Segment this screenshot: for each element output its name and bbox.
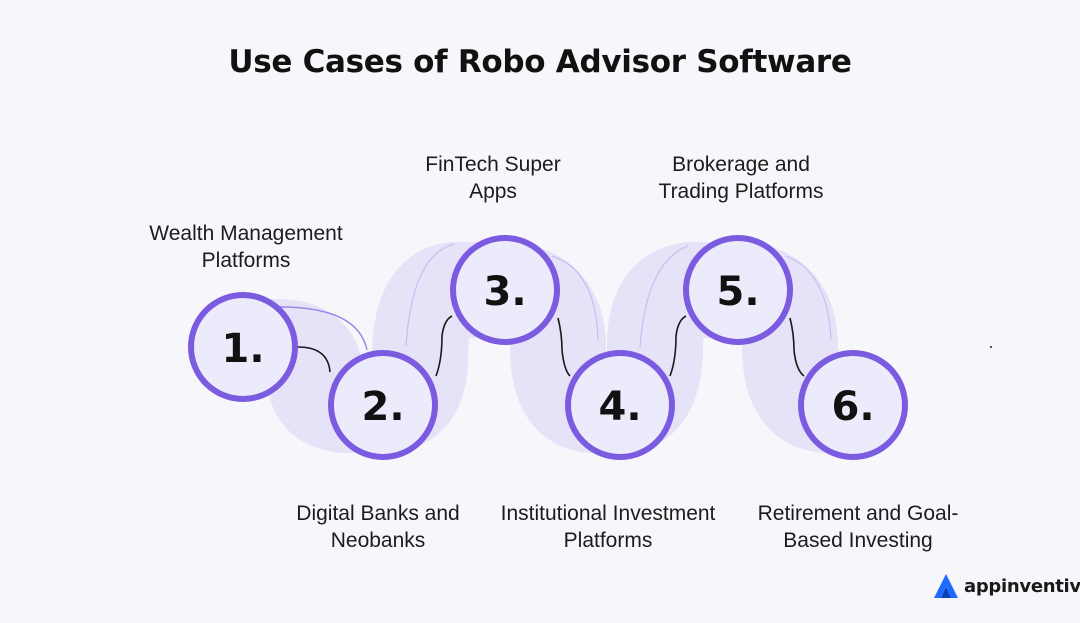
connector-line <box>789 317 805 377</box>
ribbon-edge <box>785 255 832 341</box>
page-title: Use Cases of Robo Advisor Software <box>228 44 852 80</box>
step-number: 6. <box>831 384 874 430</box>
step-circle-5: 5. <box>683 235 793 345</box>
step-number: 5. <box>716 269 759 315</box>
step-label-3: FinTech Super Apps <box>425 153 561 203</box>
step-circle-4: 4. <box>565 350 675 460</box>
appinventiv-logo: appinventiv <box>932 571 1080 601</box>
step-circle-1: 1. <box>188 292 298 402</box>
logo-text: appinventiv <box>964 575 1080 597</box>
connector-line <box>557 317 571 377</box>
step-number: 1. <box>221 326 264 372</box>
ribbon-edge <box>279 306 368 351</box>
step-circle-6: 6. <box>798 350 908 460</box>
step-label-5: Brokerage and Trading Platforms <box>658 153 824 203</box>
step-circle-2: 2. <box>328 350 438 460</box>
appinventiv-logo-icon <box>934 574 958 598</box>
connector-line <box>297 346 331 373</box>
step-label-1: Wealth Management Platforms <box>149 222 343 272</box>
step-label-2: Digital Banks and Neobanks <box>296 502 460 552</box>
step-number: 2. <box>361 384 404 430</box>
connector-line <box>435 315 453 377</box>
step-number: 4. <box>598 384 641 430</box>
step-label-6: Retirement and Goal-Based Investing <box>757 502 959 552</box>
stray-dot <box>990 346 992 348</box>
step-label-4: Institutional Investment Platforms <box>500 502 716 552</box>
step-number: 3. <box>483 269 526 315</box>
connector-line <box>669 315 687 377</box>
step-circle-3: 3. <box>450 235 560 345</box>
ribbon-edge <box>639 245 689 349</box>
ribbon-edge <box>405 243 455 347</box>
ribbon-edge <box>551 255 599 341</box>
